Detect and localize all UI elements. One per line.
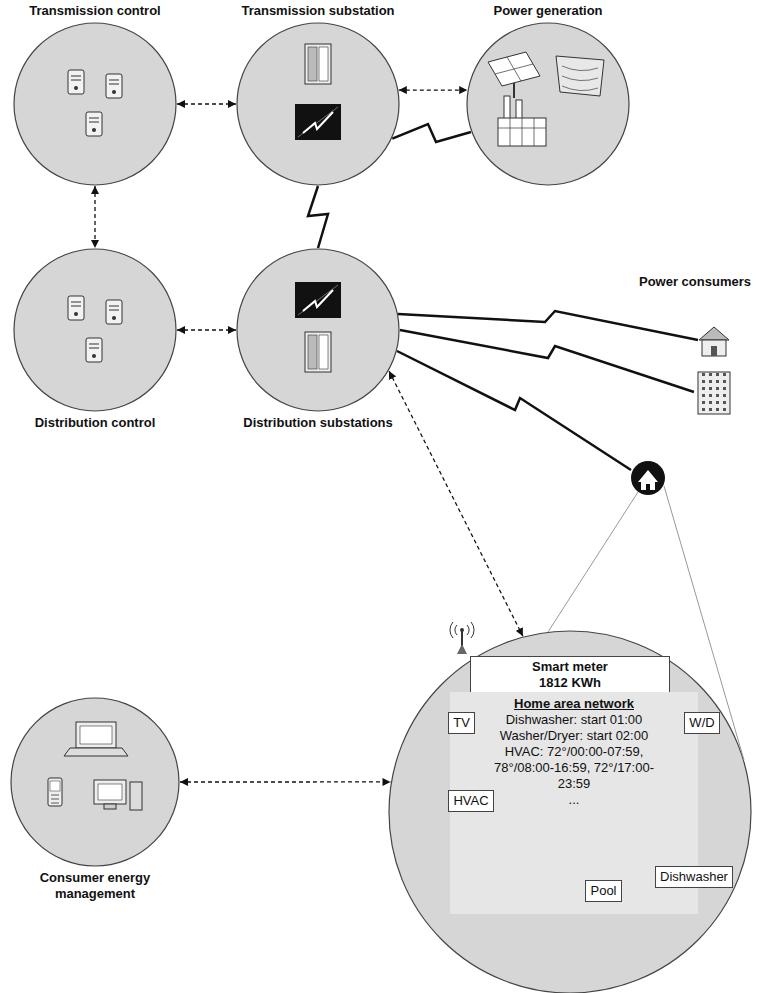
node-title: Transmission control (29, 3, 160, 19)
power-line (392, 124, 471, 142)
generation-circle: Power generation (466, 22, 630, 186)
office-building-icon (698, 372, 730, 414)
phone-icon (48, 778, 62, 806)
node-text: HVAC: 72°/00:00-07:59, 78°/08:00-16:59, … (489, 744, 659, 792)
data-link (180, 781, 390, 782)
appliance-box: HVAC (448, 790, 494, 812)
node-title: Distribution substations (243, 415, 393, 431)
circle-outline (467, 23, 629, 185)
data-link (94, 186, 95, 248)
node-heading: TV (453, 715, 470, 731)
node-title: Distribution control (35, 415, 156, 431)
appliance-box: W/D (684, 712, 720, 734)
data-link (177, 329, 236, 330)
power-feed-lines (397, 311, 698, 470)
circle-outline (389, 631, 751, 993)
data-link (399, 89, 467, 90)
circle-outline (237, 23, 399, 185)
node-title: Consumer energy management (33, 870, 158, 902)
appliance-box: Dishwasher (655, 866, 733, 888)
circle-shape (13, 22, 177, 186)
circle-outline (14, 23, 176, 185)
circle-shape (236, 22, 400, 186)
node-heading: Pool (590, 883, 617, 899)
appliance-box: Pool (585, 880, 622, 902)
node-heading: Dishwasher (660, 869, 728, 885)
circle-outline (11, 698, 179, 866)
node-heading: HVAC (453, 793, 489, 809)
home-icon (631, 461, 665, 495)
circle-outline (14, 249, 176, 411)
home-circle: Smart meter1812 KWhHome area networkDish… (388, 630, 752, 993)
data-link (389, 371, 523, 636)
node-heading: Home area network (456, 696, 692, 712)
node-title: Transmission substation (241, 3, 394, 19)
circle-shape (466, 22, 630, 186)
circle-shape (13, 248, 177, 412)
substation-circle: Transmission substation (236, 22, 400, 186)
node-text: ... (456, 792, 692, 808)
control-circle: Distribution control (13, 248, 177, 412)
circle-shape (10, 697, 180, 867)
node-heading: Smart meter (474, 659, 666, 675)
node-text: Washer/Dryer: start 02:00 (456, 728, 692, 744)
consumer-circle: Consumer energy management (10, 697, 180, 867)
circle-outline (237, 249, 399, 411)
appliance-box: TV (448, 712, 475, 734)
control-circle: Transmission control (13, 22, 177, 186)
small-building-icon (699, 327, 729, 356)
power-line (308, 186, 328, 248)
data-link (177, 103, 236, 104)
group-label: Power consumers (639, 274, 751, 290)
circle-shape (236, 248, 400, 412)
antenna-icon (450, 622, 474, 654)
node-text: Dishwasher: start 01:00 (456, 712, 692, 728)
substation-circle: Distribution substations (236, 248, 400, 412)
meter-banner-text: Smart meter1812 KWh (470, 656, 670, 694)
dam-icon (556, 56, 604, 96)
node-heading: W/D (689, 715, 715, 731)
node-title: Power generation (493, 3, 602, 19)
node-text: 1812 KWh (474, 675, 666, 691)
